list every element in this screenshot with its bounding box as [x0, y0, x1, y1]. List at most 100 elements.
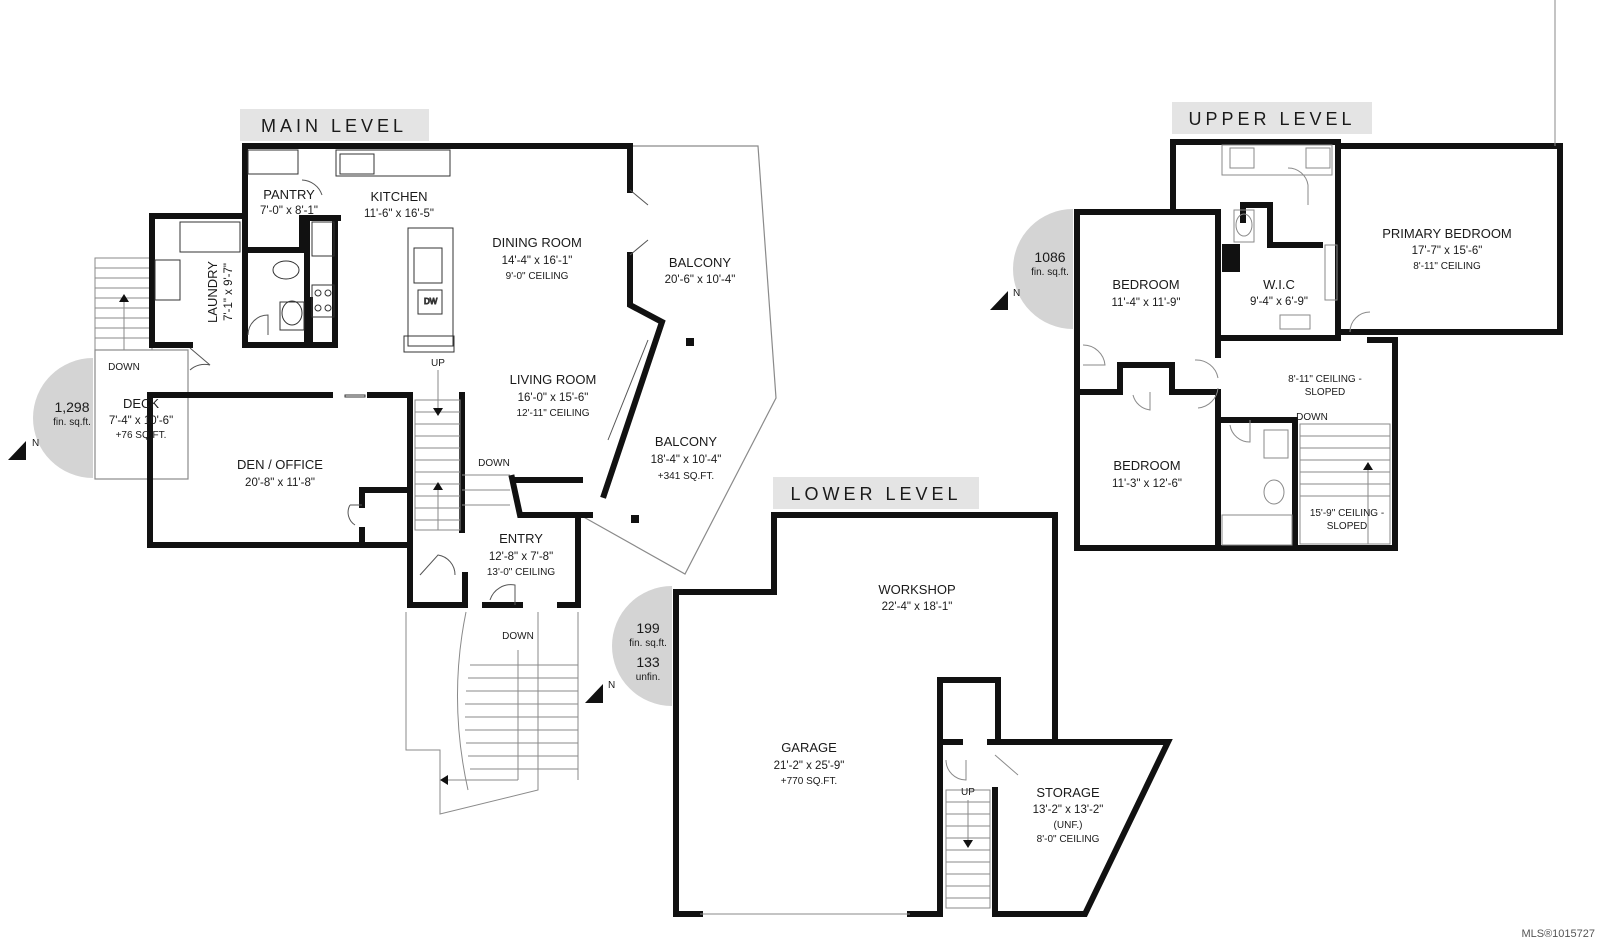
svg-text:DINING ROOM: DINING ROOM [492, 235, 582, 250]
svg-text:11'-3" x 12'-6": 11'-3" x 12'-6" [1112, 478, 1182, 490]
room-bedroom-2: BEDROOM 11'-3" x 12'-6" [1112, 458, 1182, 490]
svg-text:DEN / OFFICE: DEN / OFFICE [237, 457, 323, 472]
svg-text:N: N [32, 438, 39, 449]
room-workshop: WORKSHOP 22'-4" x 18'-1" [878, 582, 955, 613]
room-stair-area: 15'-9" CEILING - SLOPED [1310, 508, 1384, 532]
lower-level-plan: WORKSHOP 22'-4" x 18'-1" GARAGE 21'-2" x… [673, 512, 1173, 917]
room-pantry: PANTRY 7'-0" x 8'-1" [260, 187, 318, 217]
svg-text:9'-0" CEILING: 9'-0" CEILING [506, 271, 569, 282]
upper-area-badge: 1086 fin. sq.ft. N [990, 209, 1073, 329]
svg-text:1,298: 1,298 [54, 399, 89, 415]
svg-text:7'-0" x 8'-1": 7'-0" x 8'-1" [260, 205, 318, 217]
svg-text:N: N [1013, 288, 1020, 299]
room-balcony-lower: BALCONY 18'-4" x 10'-4" +341 SQ.FT. [651, 434, 722, 482]
svg-text:ENTRY: ENTRY [499, 531, 543, 546]
svg-text:18'-4" x 10'-4": 18'-4" x 10'-4" [651, 454, 722, 466]
svg-text:14'-4" x 16'-1": 14'-4" x 16'-1" [502, 255, 573, 267]
svg-text:20'-8" x 11'-8": 20'-8" x 11'-8" [245, 477, 315, 489]
stair-label: UP [961, 787, 975, 798]
svg-text:MAIN LEVEL: MAIN LEVEL [261, 116, 407, 136]
room-den-office: DEN / OFFICE 20'-8" x 11'-8" [237, 457, 323, 489]
svg-text:12'-11" CEILING: 12'-11" CEILING [516, 408, 589, 419]
room-dining: DINING ROOM 14'-4" x 16'-1" 9'-0" CEILIN… [492, 235, 582, 282]
svg-text:unfin.: unfin. [636, 672, 660, 683]
main-area-badge: 1,298 fin. sq.ft. N [8, 358, 93, 478]
svg-text:KITCHEN: KITCHEN [370, 189, 427, 204]
svg-text:DECK: DECK [123, 396, 159, 411]
svg-text:+341 SQ.FT.: +341 SQ.FT. [658, 471, 714, 482]
room-living: LIVING ROOM 16'-0" x 15'-6" 12'-11" CEIL… [510, 372, 597, 419]
north-arrow-icon [990, 291, 1008, 310]
svg-text:LIVING ROOM: LIVING ROOM [510, 372, 597, 387]
svg-text:DW: DW [424, 297, 438, 306]
svg-text:7'-4" x 10'-6": 7'-4" x 10'-6" [109, 415, 173, 427]
mls-number: MLS®1015727 [1521, 928, 1595, 940]
room-primary-bedroom: PRIMARY BEDROOM 17'-7" x 15'-6" 8'-11" C… [1382, 226, 1512, 272]
svg-text:BALCONY: BALCONY [655, 434, 717, 449]
svg-text:22'-4" x 18'-1": 22'-4" x 18'-1" [882, 601, 953, 613]
svg-text:+76 SQ.FT.: +76 SQ.FT. [116, 430, 167, 441]
stair-label: UP [431, 358, 445, 369]
svg-text:17'-7" x 15'-6": 17'-7" x 15'-6" [1412, 245, 1483, 257]
svg-text:fin. sq.ft.: fin. sq.ft. [1031, 267, 1069, 278]
room-laundry: LAUNDRY 7'-1" x 9'-7" [205, 261, 235, 323]
svg-text:199: 199 [636, 620, 660, 636]
upper-level-label: UPPER LEVEL [1172, 102, 1372, 134]
svg-text:16'-0" x 15'-6": 16'-0" x 15'-6" [518, 392, 589, 404]
stair-label: DOWN [108, 362, 140, 373]
stair-label: DOWN [502, 631, 534, 642]
svg-text:8'-0" CEILING: 8'-0" CEILING [1037, 834, 1100, 845]
svg-text:LAUNDRY: LAUNDRY [205, 261, 220, 323]
svg-text:W.I.C: W.I.C [1263, 277, 1295, 292]
svg-text:SLOPED: SLOPED [1305, 387, 1346, 398]
north-arrow-icon [585, 684, 603, 703]
svg-text:15'-9" CEILING -: 15'-9" CEILING - [1310, 508, 1384, 519]
svg-text:12'-8" x 7'-8": 12'-8" x 7'-8" [489, 551, 553, 563]
svg-text:STORAGE: STORAGE [1036, 785, 1100, 800]
svg-text:+770 SQ.FT.: +770 SQ.FT. [781, 776, 837, 787]
svg-text:GARAGE: GARAGE [781, 740, 837, 755]
room-deck: DECK 7'-4" x 10'-6" +76 SQ.FT. [109, 396, 173, 441]
svg-text:8'-11" CEILING: 8'-11" CEILING [1413, 261, 1481, 272]
svg-text:SLOPED: SLOPED [1327, 521, 1368, 532]
svg-text:UPPER LEVEL: UPPER LEVEL [1188, 109, 1355, 129]
svg-text:PRIMARY BEDROOM: PRIMARY BEDROOM [1382, 226, 1512, 241]
lower-area-badge: 199 fin. sq.ft. 133 unfin. N [585, 586, 672, 706]
svg-text:BALCONY: BALCONY [669, 255, 731, 270]
room-kitchen: KITCHEN 11'-6" x 16'-5" [364, 189, 434, 220]
room-storage: STORAGE 13'-2" x 13'-2" (UNF.) 8'-0" CEI… [1033, 785, 1104, 845]
svg-text:8'-11" CEILING -: 8'-11" CEILING - [1288, 374, 1362, 385]
room-wic: W.I.C 9'-4" x 6'-9" [1250, 277, 1308, 308]
svg-text:BEDROOM: BEDROOM [1112, 277, 1179, 292]
svg-text:fin. sq.ft.: fin. sq.ft. [53, 417, 91, 428]
svg-text:9'-4" x 6'-9": 9'-4" x 6'-9" [1250, 296, 1308, 308]
svg-text:PANTRY: PANTRY [263, 187, 315, 202]
main-level-label: MAIN LEVEL [240, 109, 429, 141]
upper-level-plan: PRIMARY BEDROOM 17'-7" x 15'-6" 8'-11" C… [1074, 0, 1563, 551]
room-balcony-upper: BALCONY 20'-6" x 10'-4" [665, 255, 736, 286]
svg-text:11'-4" x 11'-9": 11'-4" x 11'-9" [1111, 297, 1180, 309]
svg-text:BEDROOM: BEDROOM [1113, 458, 1180, 473]
room-bedroom-1: BEDROOM 11'-4" x 11'-9" [1111, 277, 1180, 309]
svg-text:WORKSHOP: WORKSHOP [878, 582, 955, 597]
lower-level-label: LOWER LEVEL [773, 477, 979, 509]
svg-text:N: N [608, 680, 615, 691]
stair-label: DOWN [478, 458, 510, 469]
north-arrow-icon [8, 441, 26, 460]
stair-label: DOWN [1296, 412, 1328, 423]
svg-text:13'-2" x 13'-2": 13'-2" x 13'-2" [1033, 804, 1104, 816]
svg-text:1086: 1086 [1034, 249, 1065, 265]
main-level-plan: DW [94, 143, 777, 815]
svg-text:11'-6" x 16'-5": 11'-6" x 16'-5" [364, 208, 434, 220]
svg-text:(UNF.): (UNF.) [1054, 820, 1083, 831]
svg-text:LOWER LEVEL: LOWER LEVEL [790, 484, 961, 504]
svg-text:7'-1" x 9'-7": 7'-1" x 9'-7" [223, 263, 235, 321]
room-garage: GARAGE 21'-2" x 25'-9" +770 SQ.FT. [774, 740, 845, 787]
svg-text:133: 133 [636, 654, 660, 670]
svg-text:fin. sq.ft.: fin. sq.ft. [629, 638, 667, 649]
room-entry: ENTRY 12'-8" x 7'-8" 13'-0" CEILING [487, 531, 555, 578]
svg-text:20'-6" x 10'-4": 20'-6" x 10'-4" [665, 274, 736, 286]
svg-text:13'-0" CEILING: 13'-0" CEILING [487, 567, 555, 578]
room-hall: 8'-11" CEILING - SLOPED [1288, 374, 1362, 398]
